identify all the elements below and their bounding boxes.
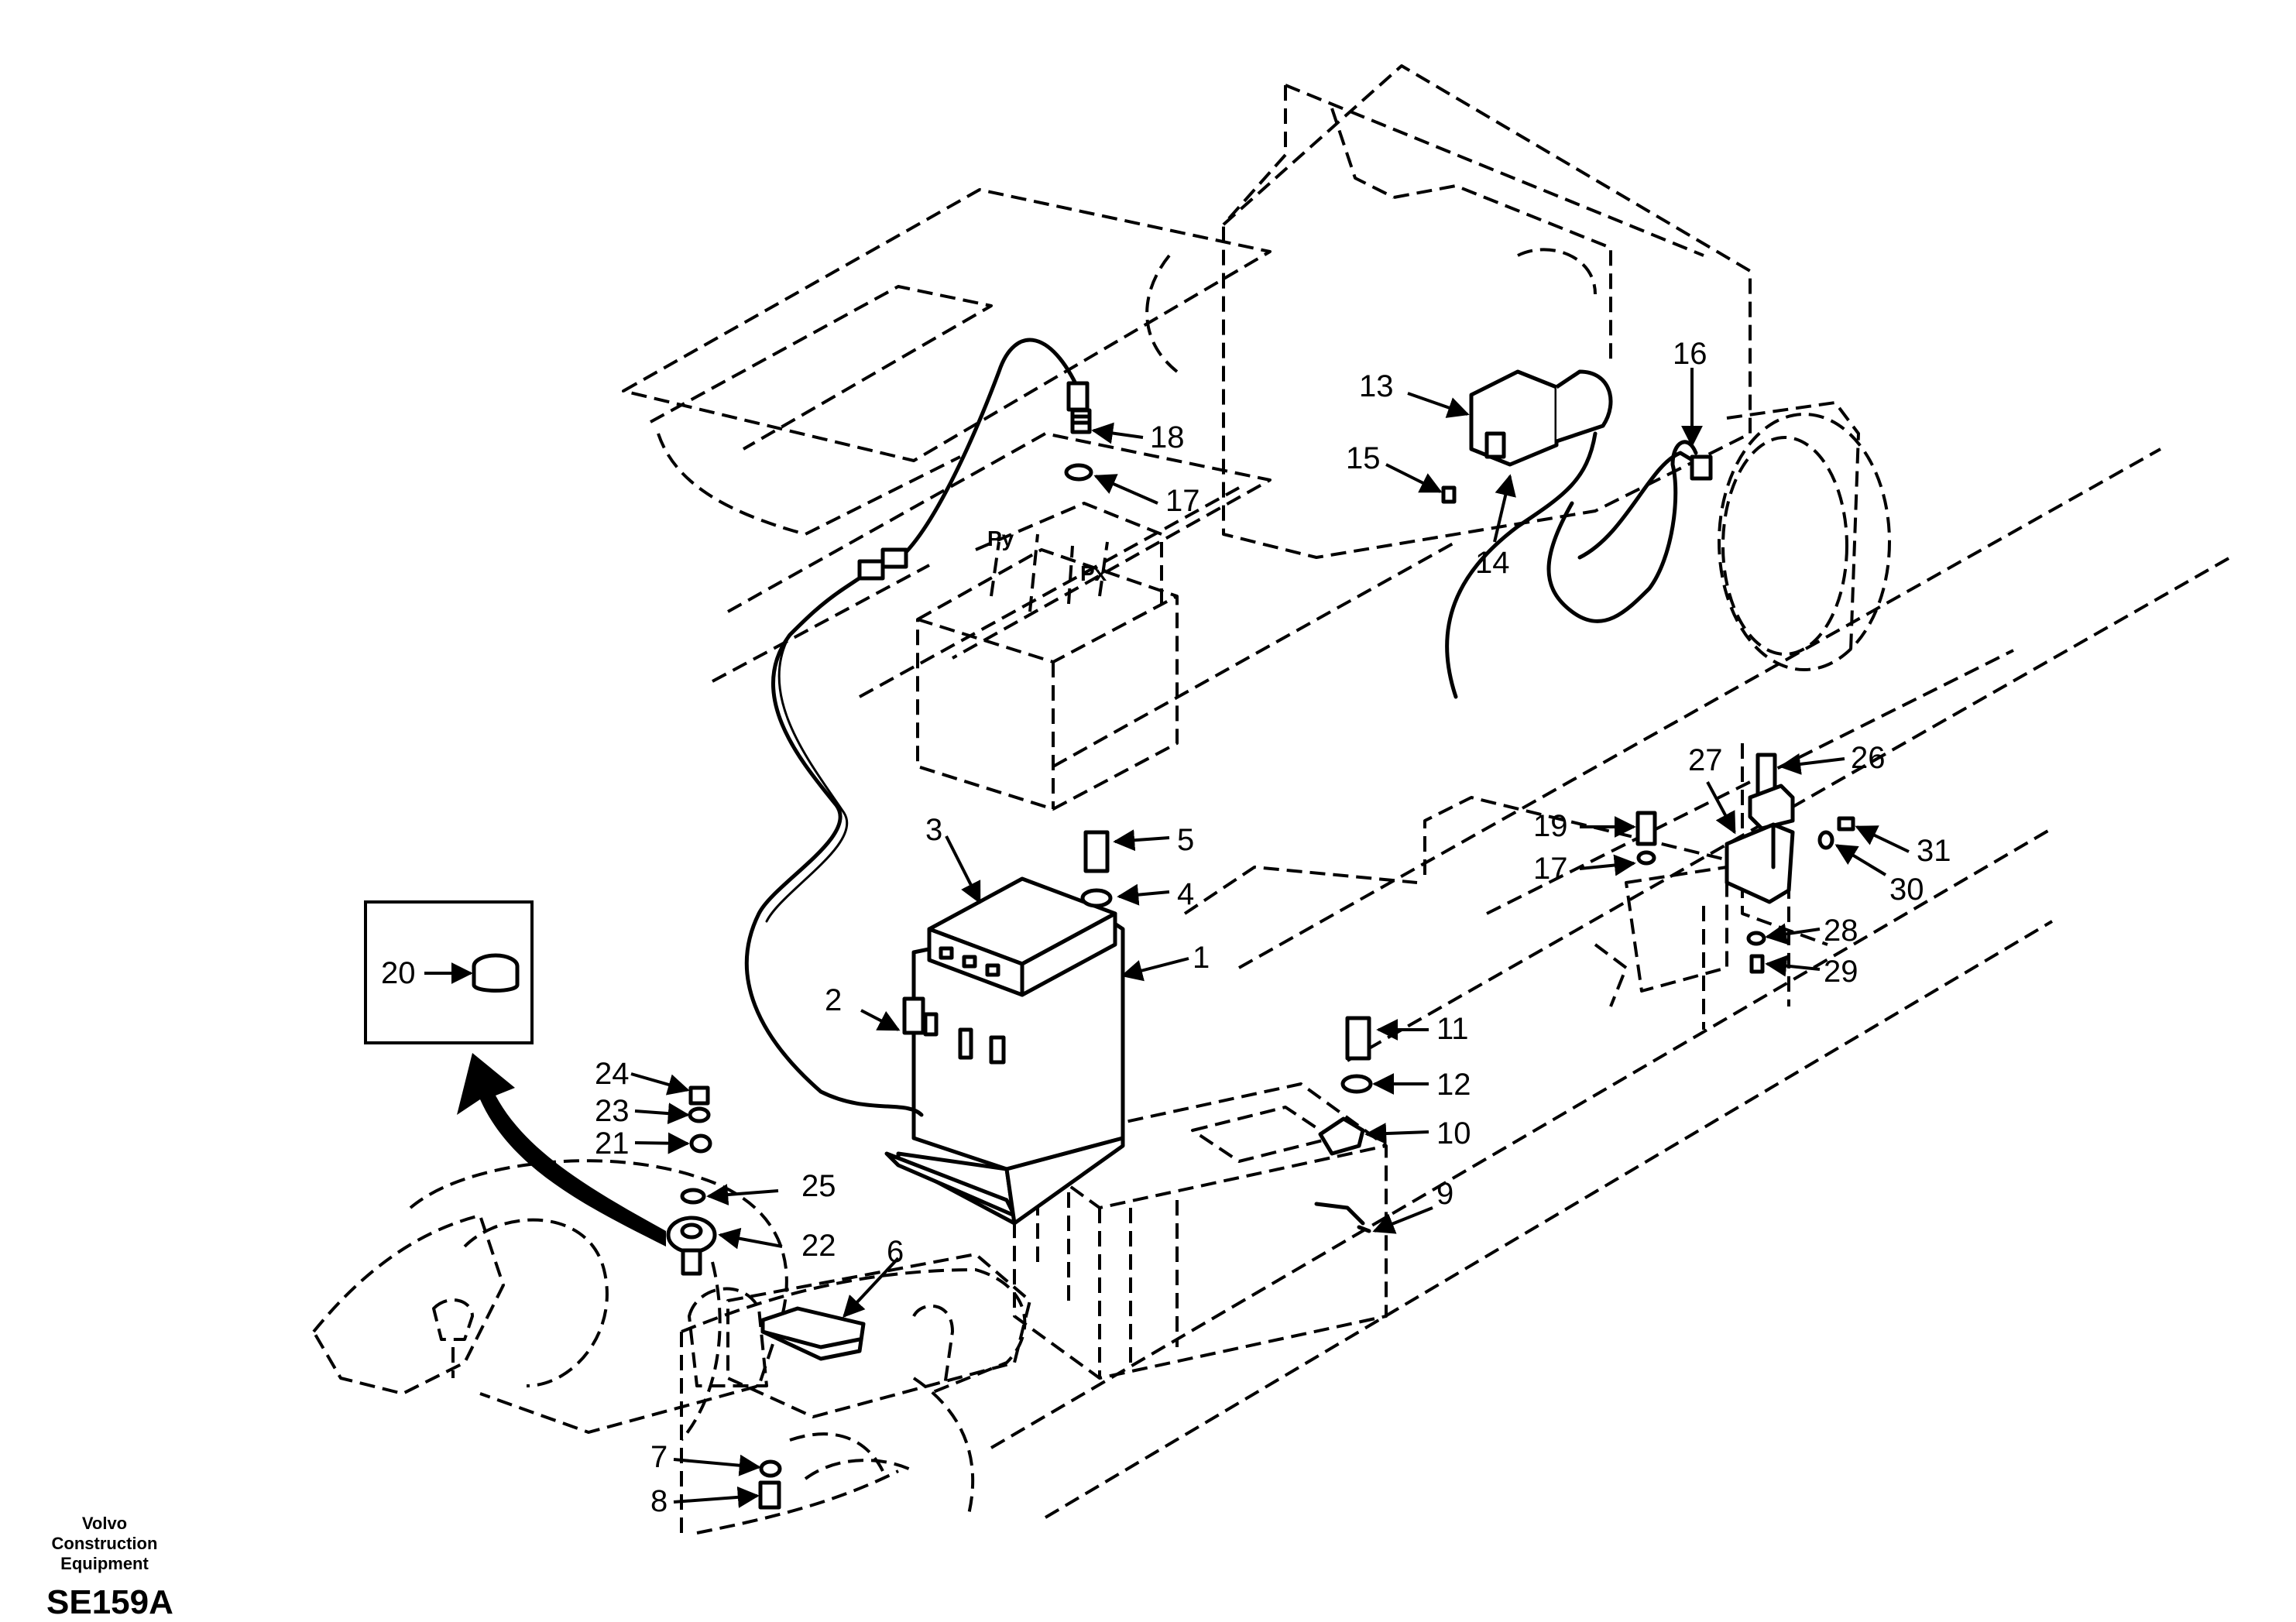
callout-4: 4 — [1177, 877, 1194, 911]
callout-21: 21 — [595, 1126, 630, 1161]
callout-numbers: 3 1 2 4 5 6 7 8 9 10 11 12 13 14 15 16 1… — [381, 337, 1951, 1518]
washer-4 — [1080, 888, 1113, 908]
cover-plate-6-edge — [760, 1329, 862, 1349]
washer-12 — [1340, 1074, 1373, 1094]
port-label-py: Py — [987, 526, 1014, 550]
callout-28: 28 — [1824, 914, 1858, 948]
callout-23: 23 — [595, 1094, 630, 1128]
callout-30: 30 — [1889, 873, 1924, 907]
sensor-wire-16 — [1577, 451, 1702, 560]
callout-24: 24 — [595, 1057, 630, 1091]
bolt-8 — [758, 1480, 781, 1510]
callout-25: 25 — [801, 1169, 836, 1203]
machine-frame-outline — [312, 64, 2231, 1541]
bolt-5 — [1083, 830, 1110, 873]
callout-13: 13 — [1359, 369, 1394, 403]
o-ring-17-top — [1064, 463, 1093, 482]
solenoid-valve-13 — [1469, 369, 1613, 467]
bolt-2 — [902, 996, 925, 1035]
callout-12: 12 — [1436, 1068, 1471, 1102]
switch-22 — [666, 1216, 717, 1276]
bolt-15 — [1441, 485, 1457, 504]
spring-25 — [680, 1188, 706, 1205]
controller-bracket — [884, 911, 1125, 1226]
callout-19: 19 — [1533, 809, 1568, 843]
washer-7 — [759, 1459, 782, 1478]
bolt-11 — [1345, 1016, 1371, 1061]
callout-14: 14 — [1475, 546, 1510, 580]
port-label-px: Px — [1080, 561, 1107, 585]
pressure-sensor-18 — [1066, 381, 1092, 434]
hose-clip-9 — [1314, 1202, 1371, 1233]
callout-20: 20 — [381, 956, 416, 990]
washer-28 — [1746, 931, 1766, 946]
callout-7: 7 — [650, 1440, 668, 1474]
callout-2: 2 — [825, 983, 842, 1017]
washer-23 — [688, 1106, 711, 1123]
callout-18: 18 — [1150, 420, 1185, 454]
callout-16: 16 — [1673, 337, 1707, 371]
switch-26 — [1748, 753, 1795, 831]
bolt-24 — [688, 1085, 710, 1106]
inset-pointer-arrow — [457, 1053, 666, 1247]
callout-3: 3 — [925, 813, 942, 847]
clamp-10 — [1318, 1116, 1365, 1156]
callout-6: 6 — [887, 1235, 904, 1269]
callout-5: 5 — [1177, 823, 1194, 857]
fitting-19 — [1635, 811, 1657, 846]
leader-lines — [424, 368, 1910, 1508]
callout-22: 22 — [801, 1229, 836, 1263]
bolt-29 — [1749, 954, 1765, 974]
wire-harness-left-inner — [765, 633, 849, 923]
wire-harness-right — [1445, 431, 1698, 699]
drawing-code: SE159A — [46, 1583, 173, 1621]
harness-connector-b — [880, 547, 908, 569]
callout-31: 31 — [1917, 834, 1951, 868]
callout-17-top: 17 — [1165, 484, 1200, 518]
callout-10: 10 — [1436, 1116, 1471, 1150]
harness-connector-a — [857, 559, 885, 581]
callout-27: 27 — [1688, 743, 1723, 777]
nut-21 — [689, 1133, 712, 1154]
controller-unit — [927, 876, 1117, 997]
bracket-27 — [1725, 822, 1795, 904]
company-name: Volvo Construction Equipment — [51, 1514, 158, 1573]
cap-20 — [472, 953, 520, 993]
callout-29: 29 — [1824, 955, 1858, 989]
callout-9: 9 — [1436, 1177, 1453, 1211]
bolt-31 — [1837, 816, 1855, 832]
washer-30 — [1817, 830, 1834, 850]
o-ring-17-right — [1636, 850, 1656, 866]
callout-1: 1 — [1193, 941, 1210, 975]
callout-8: 8 — [650, 1484, 668, 1518]
cover-plate-6 — [760, 1306, 866, 1361]
sensor-16 — [1690, 454, 1713, 481]
callout-11: 11 — [1436, 1012, 1469, 1046]
callout-26: 26 — [1851, 741, 1886, 775]
callout-17-right: 17 — [1533, 852, 1568, 886]
footer: Volvo Construction Equipment SE159A — [46, 1514, 173, 1622]
callout-15: 15 — [1346, 441, 1381, 475]
